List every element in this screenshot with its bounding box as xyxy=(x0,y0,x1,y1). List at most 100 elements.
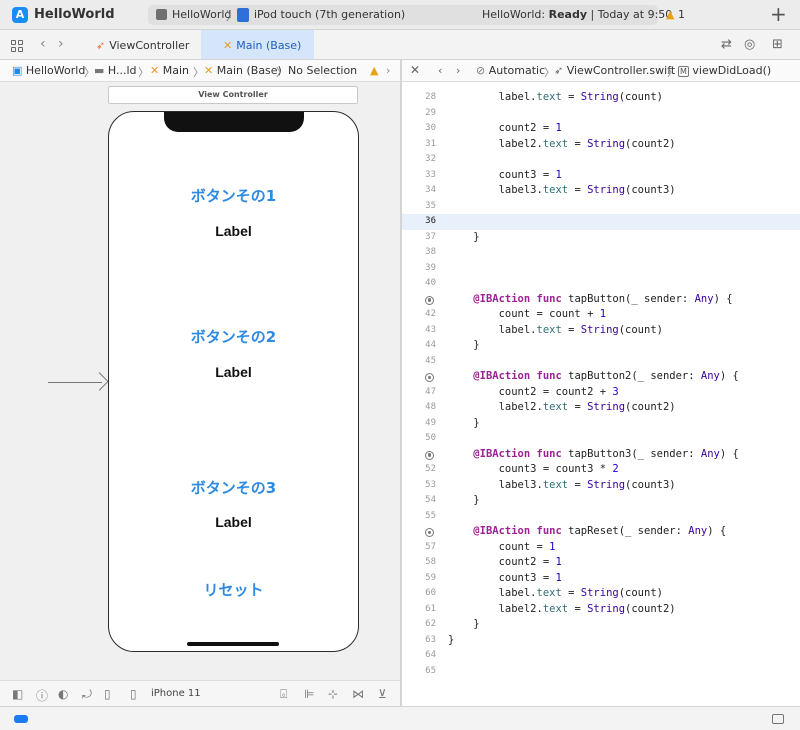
debug-area-toggle-icon[interactable] xyxy=(14,715,28,723)
code-line[interactable]: 37 } xyxy=(402,230,800,246)
iphone-view-frame[interactable]: ボタンその1 Label ボタンその2 Label ボタンその3 Label リ… xyxy=(108,111,359,652)
tab-main-base[interactable]: ✕Main (Base) xyxy=(201,30,314,59)
label-1[interactable]: Label xyxy=(215,223,252,239)
ibaction-connection-icon[interactable] xyxy=(425,295,434,305)
code-line[interactable]: 34 label3.text = String(count3) xyxy=(402,183,800,199)
code-line[interactable]: 58 count2 = 1 xyxy=(402,555,800,571)
forward-chevron-icon[interactable]: › xyxy=(58,36,64,52)
tab-viewcontroller[interactable]: ➶ViewController xyxy=(96,39,190,52)
split-editor-icon[interactable]: ⊞ xyxy=(772,37,783,52)
code-line[interactable]: 33 count3 = 1 xyxy=(402,168,800,184)
label-3[interactable]: Label xyxy=(215,514,252,530)
code-line[interactable]: 64 xyxy=(402,648,800,664)
scheme-app-icon[interactable] xyxy=(156,9,167,20)
reset-button[interactable]: リセット xyxy=(203,581,264,599)
code-line[interactable]: @IBAction func tapButton(_ sender: Any) … xyxy=(402,292,800,308)
code-line[interactable]: 48 label2.text = String(count2) xyxy=(402,400,800,416)
code-line[interactable]: 65 xyxy=(402,664,800,680)
code-line[interactable]: 35 xyxy=(402,199,800,215)
code-line[interactable]: 38 xyxy=(402,245,800,261)
jump-item-main[interactable]: ✕ Main xyxy=(150,64,189,77)
editor-split-divider[interactable] xyxy=(400,60,402,706)
add-library-button[interactable]: + xyxy=(770,2,787,26)
warning-badge[interactable]: ▲ 1 xyxy=(666,8,685,21)
code-line[interactable]: 28 label.text = String(count) xyxy=(402,90,800,106)
update-frames-icon[interactable]: ⌻ xyxy=(280,687,288,701)
line-number: 36 xyxy=(425,216,436,226)
jump-item-method[interactable]: M viewDidLoad() xyxy=(678,64,772,77)
code-line[interactable]: 57 count = 1 xyxy=(402,540,800,556)
code-line[interactable]: 42 count = count + 1 xyxy=(402,307,800,323)
jump-item-group[interactable]: ▬ H...ld xyxy=(94,64,137,77)
code-line[interactable]: 53 label3.text = String(count3) xyxy=(402,478,800,494)
jump-item-main-base[interactable]: ✕ Main (Base) xyxy=(204,64,282,77)
code-line[interactable]: 44 } xyxy=(402,338,800,354)
run-destination-selector[interactable]: iPod touch (7th generation) xyxy=(254,8,406,21)
code-line[interactable]: 52 count3 = count3 * 2 xyxy=(402,462,800,478)
scene-title-bar[interactable]: View Controller xyxy=(108,86,358,104)
code-line[interactable]: 32 xyxy=(402,152,800,168)
code-line[interactable]: 49 } xyxy=(402,416,800,432)
code-line[interactable]: 39 xyxy=(402,261,800,277)
code-line[interactable]: 63} xyxy=(402,633,800,649)
accessibility-icon[interactable]: ⓘ xyxy=(36,689,49,703)
code-line[interactable]: @IBAction func tapReset(_ sender: Any) { xyxy=(402,524,800,540)
line-number: 65 xyxy=(425,665,436,676)
embed-in-icon[interactable]: ⊻ xyxy=(378,687,387,701)
code-line[interactable]: 60 label.text = String(count) xyxy=(402,586,800,602)
device-phone-icon[interactable]: ▯ xyxy=(130,687,137,701)
code-line[interactable]: 50 xyxy=(402,431,800,447)
back-chevron-icon[interactable]: ‹ xyxy=(438,64,443,77)
jump-item-selection[interactable]: No Selection xyxy=(288,64,358,77)
add-constraints-icon[interactable]: ⊹ xyxy=(328,687,339,701)
ibaction-connection-icon[interactable] xyxy=(425,450,434,460)
ibaction-connection-icon[interactable] xyxy=(425,373,434,382)
code-line[interactable]: 45 xyxy=(402,354,800,370)
code-line[interactable]: 40 xyxy=(402,276,800,292)
appearance-icon[interactable]: ◐ xyxy=(58,687,69,701)
back-chevron-icon[interactable]: ‹ xyxy=(40,36,46,52)
button-3[interactable]: ボタンその3 xyxy=(190,479,277,497)
code-text: label3.text = String(count3) xyxy=(448,478,676,491)
button-2[interactable]: ボタンその2 xyxy=(190,328,277,346)
jump-item-project[interactable]: ▣ HelloWorld xyxy=(12,64,86,77)
warning-icon[interactable]: ▲ xyxy=(370,64,379,77)
code-line[interactable]: 54 } xyxy=(402,493,800,509)
code-line[interactable]: 55 xyxy=(402,509,800,525)
forward-chevron-icon[interactable]: › xyxy=(456,64,461,77)
layout-icon[interactable]: ▯ xyxy=(104,687,111,701)
code-line[interactable]: 62 } xyxy=(402,617,800,633)
hide-debug-area-icon[interactable] xyxy=(772,714,784,724)
orientation-icon[interactable]: ⤾ xyxy=(82,687,92,701)
initial-view-controller-arrow-icon[interactable] xyxy=(48,372,109,392)
code-line[interactable]: 61 label2.text = String(count2) xyxy=(402,602,800,618)
swap-editors-icon[interactable]: ⇄ xyxy=(721,37,732,52)
device-icon[interactable] xyxy=(237,8,249,22)
code-line[interactable]: @IBAction func tapButton3(_ sender: Any)… xyxy=(402,447,800,463)
code-line[interactable]: 29 xyxy=(402,106,800,122)
jump-item-automatic[interactable]: ⊘ Automatic xyxy=(476,64,546,77)
line-number: 32 xyxy=(425,154,436,164)
document-outline-icon[interactable]: ◧ xyxy=(12,687,24,701)
code-text: @IBAction func tapButton2(_ sender: Any)… xyxy=(473,370,739,382)
scheme-selector[interactable]: HelloWorld xyxy=(172,8,232,21)
jump-item-file[interactable]: ➶ ViewController.swift xyxy=(554,64,676,77)
resolve-issues-icon[interactable]: ⋈ xyxy=(352,687,364,701)
close-editor-icon[interactable]: ✕ xyxy=(410,63,421,77)
code-line[interactable]: 30 count2 = 1 xyxy=(402,121,800,137)
related-items-grid-icon[interactable] xyxy=(11,40,23,52)
ibaction-connection-icon[interactable] xyxy=(425,528,434,537)
code-line[interactable]: @IBAction func tapButton2(_ sender: Any)… xyxy=(402,369,800,385)
storyboard-canvas[interactable]: View Controller ボタンその1 Label ボタンその2 Labe… xyxy=(0,82,400,680)
button-1[interactable]: ボタンその1 xyxy=(190,187,277,205)
assistant-editor-icon[interactable]: ◎ xyxy=(744,37,756,52)
label-2[interactable]: Label xyxy=(215,364,252,380)
code-line[interactable]: 36 xyxy=(402,214,800,230)
code-line[interactable]: 47 count2 = count2 + 3 xyxy=(402,385,800,401)
device-config-selector[interactable]: iPhone 11 xyxy=(151,688,201,699)
code-line[interactable]: 31 label2.text = String(count2) xyxy=(402,137,800,153)
align-icon[interactable]: ⊫ xyxy=(304,687,315,701)
code-line[interactable]: 43 label.text = String(count) xyxy=(402,323,800,339)
code-line[interactable]: 59 count3 = 1 xyxy=(402,571,800,587)
